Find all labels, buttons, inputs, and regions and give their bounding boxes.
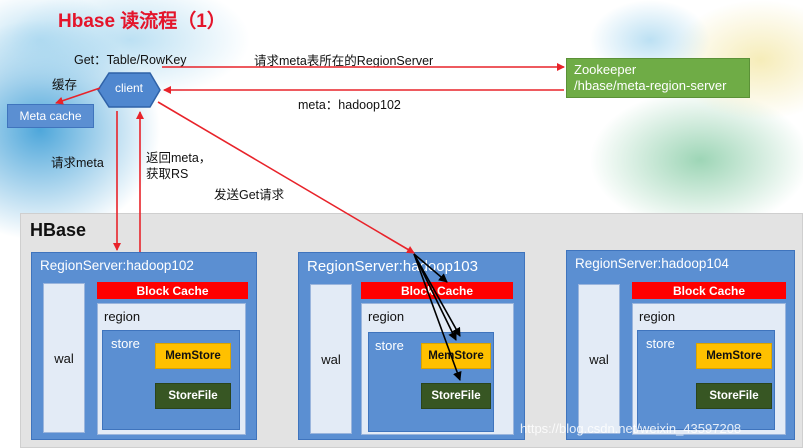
arrow-to-memstore-b	[413, 253, 461, 337]
arrow-cache	[55, 87, 101, 105]
wal-box: wal	[43, 283, 85, 433]
region-label: region	[104, 309, 141, 324]
store-label: store	[646, 336, 675, 351]
memstore-box: MemStore	[421, 343, 491, 369]
memstore-box: MemStore	[155, 343, 231, 369]
arrow-to-memstore-a	[413, 253, 457, 341]
storefile-box: StoreFile	[696, 383, 772, 409]
store-label: store	[375, 338, 404, 353]
regionserver-title: RegionServer:hadoop103	[307, 258, 478, 275]
client-label: client	[114, 81, 143, 95]
region-box: region store MemStore StoreFile	[97, 303, 246, 435]
watermark: https://blog.csdn.net/weixin_43597208	[520, 421, 742, 436]
regionserver-hadoop103: RegionServer:hadoop103 wal Block Cache r…	[298, 252, 525, 440]
region-box: region store MemStore StoreFile	[632, 303, 786, 435]
arrow-send-get	[157, 101, 415, 254]
region-box: region store MemStore StoreFile	[361, 303, 514, 435]
diagram-title: Hbase 读流程（1）	[58, 11, 226, 32]
meta-reply-label: meta：hadoop102	[298, 98, 401, 112]
arrow-to-block-cache	[413, 253, 448, 283]
store-label: store	[111, 336, 140, 351]
arrow-to-storefile	[413, 253, 462, 381]
get-request-label: Get：Table/RowKey	[74, 53, 187, 67]
wal-box: wal	[310, 284, 352, 434]
client-node	[97, 72, 161, 108]
regionserver-title: RegionServer:hadoop104	[575, 256, 729, 271]
wal-box: wal	[578, 284, 620, 434]
request-meta-label: 请求meta	[51, 156, 104, 170]
storefile-box: StoreFile	[155, 383, 231, 409]
block-cache-box: Block Cache	[632, 282, 786, 299]
regionserver-title: RegionServer:hadoop102	[40, 258, 194, 273]
cache-label: 缓存	[52, 78, 78, 92]
block-cache-box: Block Cache	[97, 282, 248, 299]
request-meta-rs-label: 请求meta表所在的RegionServer	[254, 54, 434, 68]
regionserver-hadoop102: RegionServer:hadoop102 wal Block Cache r…	[31, 252, 257, 440]
hbase-title: HBase	[30, 220, 87, 240]
zookeeper-path: /hbase/meta-region-server	[574, 78, 727, 93]
send-get-label: 发送Get请求	[214, 188, 285, 202]
return-meta-label-line2: 获取RS	[146, 167, 189, 181]
memstore-box: MemStore	[696, 343, 772, 369]
zookeeper-title: Zookeeper	[574, 62, 637, 77]
return-meta-label-line1: 返回meta，	[146, 151, 212, 165]
region-label: region	[639, 309, 676, 324]
region-label: region	[368, 309, 405, 324]
zookeeper-box: Zookeeper /hbase/meta-region-server	[566, 58, 750, 98]
block-cache-box: Block Cache	[361, 282, 513, 299]
storefile-box: StoreFile	[421, 383, 491, 409]
meta-cache-box: Meta cache	[7, 104, 94, 128]
regionserver-hadoop104: RegionServer:hadoop104 wal Block Cache r…	[566, 250, 795, 440]
store-box: store MemStore StoreFile	[102, 330, 240, 430]
store-box: store MemStore StoreFile	[637, 330, 775, 430]
store-box: store MemStore StoreFile	[368, 332, 494, 432]
